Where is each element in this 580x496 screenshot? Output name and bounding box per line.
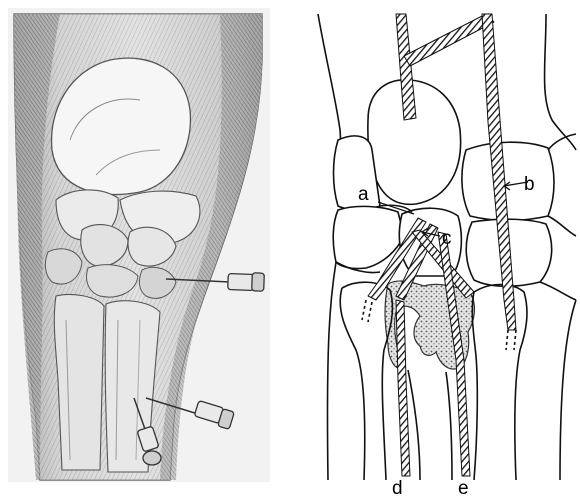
label-b: b (524, 174, 535, 195)
long-bone-right (474, 285, 527, 481)
bone-right-upper (462, 142, 554, 220)
label-a: a (358, 184, 369, 205)
label-c: c (442, 228, 452, 249)
outline-right-top (545, 14, 577, 150)
label-e: e (458, 478, 469, 496)
label-d: d (392, 478, 403, 496)
pencil-wrist-drawing (8, 8, 270, 482)
outline-left-top (318, 14, 340, 160)
